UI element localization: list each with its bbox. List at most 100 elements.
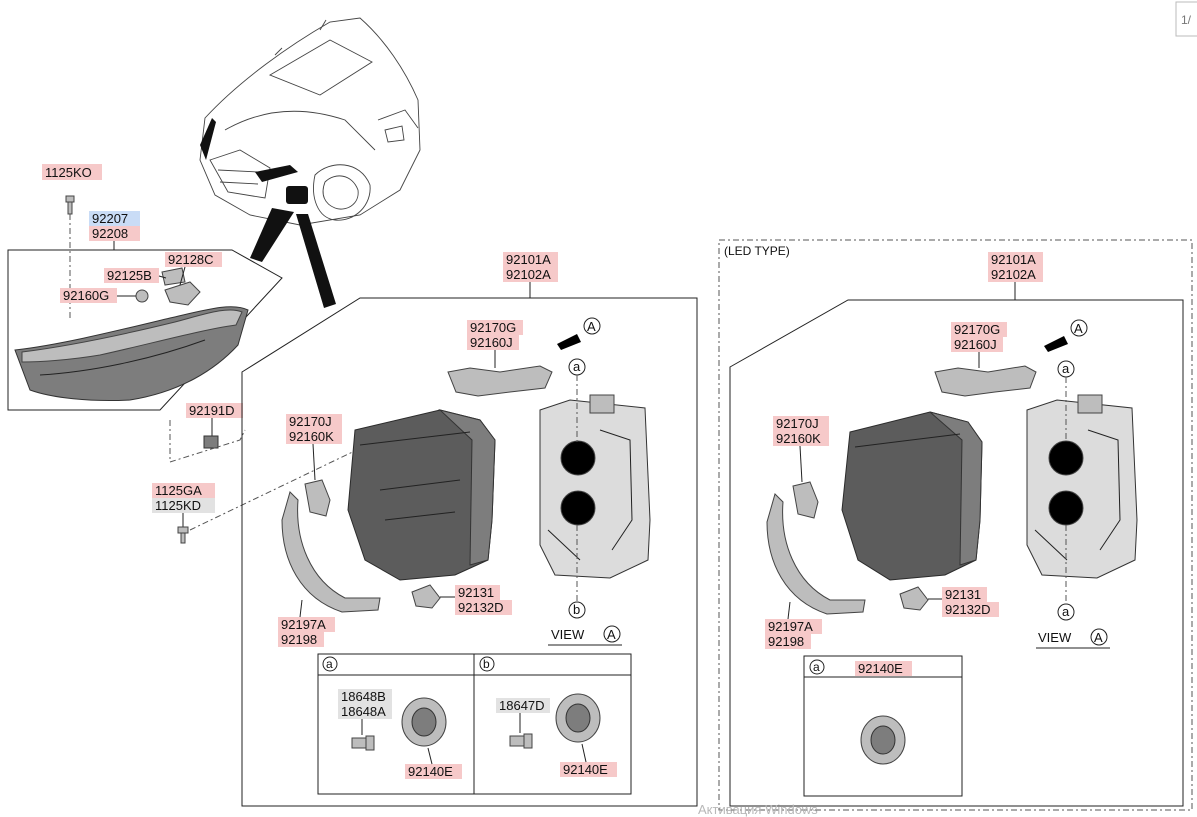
grommet <box>135 289 149 303</box>
side-lamp-housing <box>14 306 249 402</box>
circle-mark-a-text: a <box>1062 604 1070 619</box>
label-bg <box>152 498 215 513</box>
part-label-92170G[interactable]: 92170G <box>954 322 1000 337</box>
part-label-92170J[interactable]: 92170J <box>289 414 332 429</box>
part-label-92197A[interactable]: 92197A <box>281 617 326 632</box>
part-label-92198[interactable]: 92198 <box>281 632 317 647</box>
label-bg <box>765 634 811 649</box>
label-bg <box>338 704 392 719</box>
leader-line <box>299 599 303 618</box>
part-label-1125KD[interactable]: 1125KD <box>155 498 201 513</box>
label-bg <box>942 602 999 617</box>
label-bg <box>89 211 140 226</box>
circle-mark-a <box>322 656 338 672</box>
part-label-92207[interactable]: 92207 <box>92 211 128 226</box>
led-socket-lower <box>1048 490 1084 526</box>
part-label-18648B[interactable]: 18648B <box>341 689 386 704</box>
part-label-92160J[interactable]: 92160J <box>470 335 513 350</box>
part-label-92197A[interactable]: 92197A <box>768 619 813 634</box>
dust-cap-92140E-b <box>555 693 601 743</box>
circle-mark-A <box>1090 628 1108 646</box>
part-label-92208[interactable]: 92208 <box>92 226 128 241</box>
label-bg <box>942 587 987 602</box>
trim-strip-92197A-led <box>766 493 866 615</box>
label-bg <box>773 416 829 431</box>
part-label-92132D[interactable]: 92132D <box>458 600 504 615</box>
bracket-small <box>161 267 201 306</box>
part-label-92125B[interactable]: 92125B <box>107 268 152 283</box>
label-bg <box>503 252 558 267</box>
part-label-92140E[interactable]: 92140E <box>858 661 903 676</box>
label-bg <box>988 267 1043 282</box>
actuator-92131-led <box>899 586 929 611</box>
circle-mark-A-text: A <box>587 319 596 334</box>
label-bg <box>951 337 1003 352</box>
bulb-socket-b <box>560 490 596 526</box>
part-label-18647D[interactable]: 18647D <box>499 698 545 713</box>
part-label-1125GA[interactable]: 1125GA <box>155 483 202 498</box>
circle-mark-A-text: A <box>607 627 616 642</box>
circle-mark-A <box>603 625 621 643</box>
circle-mark-a-text: a <box>326 657 333 671</box>
leader-line <box>312 443 316 481</box>
page-indicator[interactable]: 1/ <box>1175 1 1197 37</box>
headlamp-body-led <box>841 411 983 581</box>
upper-bracket-92170G-led <box>934 365 1037 397</box>
circle-mark-a-text: a <box>813 660 820 674</box>
part-label-92198[interactable]: 92198 <box>768 634 804 649</box>
part-label-92140E[interactable]: 92140E <box>563 762 608 777</box>
part-label-92132D[interactable]: 92132D <box>945 602 991 617</box>
part-label-92102A[interactable]: 92102A <box>506 267 551 282</box>
label-bg <box>165 252 222 267</box>
watermark-text: Активация Windows <box>698 802 818 817</box>
leader-dash <box>189 409 441 531</box>
led-detail-table <box>803 655 963 797</box>
circle-mark-A <box>1070 319 1088 337</box>
part-label-92101A[interactable]: 92101A <box>991 252 1036 267</box>
part-label-92131[interactable]: 92131 <box>945 587 981 602</box>
part-label-92128C[interactable]: 92128C <box>168 252 214 267</box>
part-label-92160K[interactable]: 92160K <box>289 429 334 444</box>
circle-mark-a <box>809 659 825 675</box>
label-bg <box>773 431 829 446</box>
bracket-92170J <box>304 479 331 517</box>
vehicle-illustration <box>199 17 421 308</box>
circle-mark-A-text: A <box>1094 630 1103 645</box>
part-label-18648A[interactable]: 18648A <box>341 704 386 719</box>
part-label-92160G[interactable]: 92160G <box>63 288 109 303</box>
part-label-92160J[interactable]: 92160J <box>954 337 997 352</box>
bulb-18647D <box>509 733 533 749</box>
label-bg <box>951 322 1007 337</box>
circle-mark-b <box>568 601 586 619</box>
page-indicator-text: 1/ <box>1181 13 1192 27</box>
part-label-92102A[interactable]: 92102A <box>991 267 1036 282</box>
headlamp-body-main <box>347 409 496 581</box>
label-bg <box>405 764 462 779</box>
actuator-92131 <box>411 584 441 609</box>
trim-strip-92197A <box>281 491 381 613</box>
part-label-92101A[interactable]: 92101A <box>506 252 551 267</box>
label-bg <box>496 698 550 713</box>
label-bg <box>467 335 519 350</box>
view-label: VIEW <box>1038 630 1072 645</box>
label-bg <box>286 429 342 444</box>
label-bg <box>89 226 140 241</box>
circle-mark-a <box>1057 603 1075 621</box>
led-type-frame <box>718 239 1193 811</box>
part-label-92160K[interactable]: 92160K <box>776 431 821 446</box>
part-label-92131[interactable]: 92131 <box>458 585 494 600</box>
circle-mark-b <box>479 656 495 672</box>
led-assembly-frame <box>729 299 1184 807</box>
part-label-92170G[interactable]: 92170G <box>470 320 516 335</box>
label-bg <box>60 288 117 303</box>
dust-cap-92140E-a <box>401 697 447 747</box>
part-label-92170J[interactable]: 92170J <box>776 416 819 431</box>
part-label-1125KO[interactable]: 1125KO <box>45 165 92 180</box>
clip-92191D <box>203 435 219 449</box>
label-bg <box>455 600 512 615</box>
part-label-92140E[interactable]: 92140E <box>408 764 453 779</box>
main-assembly-frame <box>241 297 698 807</box>
view-label: VIEW <box>551 627 585 642</box>
leader-line <box>179 266 186 286</box>
part-label-92191D[interactable]: 92191D <box>189 403 235 418</box>
